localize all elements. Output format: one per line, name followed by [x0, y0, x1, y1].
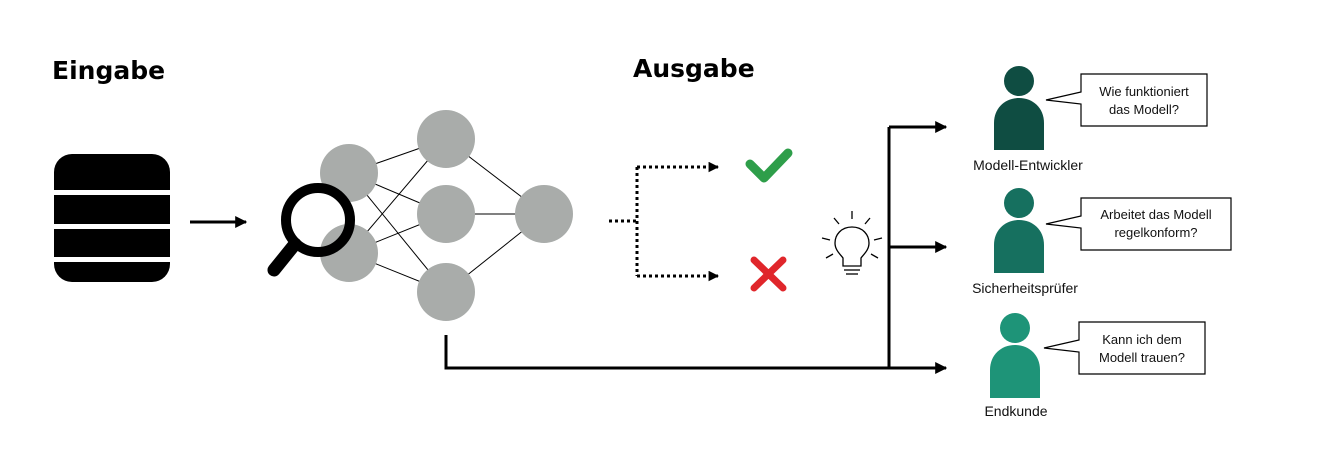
role-label: Modell-Entwickler	[973, 157, 1083, 173]
hidden-node-3	[417, 263, 475, 321]
output-node	[515, 185, 573, 243]
hidden-node-2	[417, 185, 475, 243]
database-icon	[54, 154, 170, 282]
checkmark-icon	[745, 148, 793, 183]
bubble-line-2: das Modell?	[1109, 102, 1179, 117]
neural-network	[320, 110, 573, 321]
bubble-line-1: Arbeitet das Modell	[1100, 207, 1211, 222]
cross-icon	[750, 256, 787, 292]
person-icon	[994, 188, 1044, 273]
stakeholder-connectors	[444, 121, 948, 374]
speech-bubble: Wie funktioniert das Modell?	[1045, 73, 1208, 127]
speech-bubble: Kann ich dem Modell trauen?	[1043, 321, 1206, 375]
input-node-2	[320, 224, 378, 282]
heading-input: Eingabe	[52, 56, 165, 85]
stakeholder-auditor: Sicherheitsprüfer Arbeitet das Modell re…	[972, 188, 1232, 296]
bubble-line-1: Wie funktioniert	[1099, 84, 1189, 99]
role-label: Sicherheitsprüfer	[972, 280, 1078, 296]
role-label: Endkunde	[984, 403, 1047, 419]
lightbulb-icon	[821, 211, 883, 275]
output-branches	[609, 161, 720, 282]
magnifier-icon	[267, 183, 355, 277]
heading-output: Ausgabe	[633, 54, 755, 83]
speech-bubble: Arbeitet das Modell regelkonform?	[1045, 197, 1232, 251]
bubble-line-2: regelkonform?	[1114, 225, 1197, 240]
stakeholder-developer: Modell-Entwickler Wie funktioniert das M…	[973, 66, 1208, 173]
bubble-line-2: Modell trauen?	[1099, 350, 1185, 365]
hidden-node-1	[417, 110, 475, 168]
stakeholder-customer: Endkunde Kann ich dem Modell trauen?	[984, 313, 1206, 419]
person-icon	[994, 66, 1044, 150]
bubble-line-1: Kann ich dem	[1102, 332, 1182, 347]
person-icon	[990, 313, 1040, 398]
